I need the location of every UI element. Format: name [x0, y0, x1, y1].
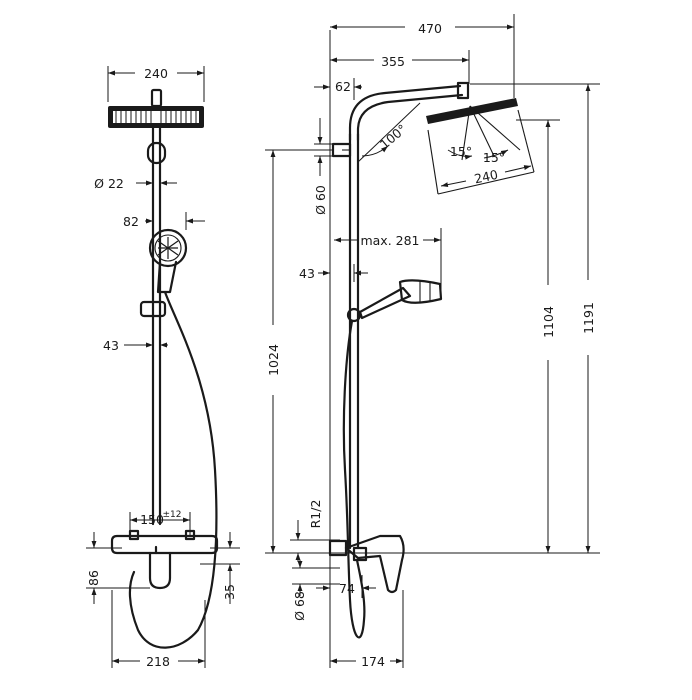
dim-mixer-height: 86 [86, 532, 150, 604]
label-tilt-left: 15° [450, 144, 472, 159]
front-view: 240 Ø 22 82 43 150 ±12 [86, 66, 240, 669]
dim-head-height: 1104 [516, 119, 560, 553]
mixer-front [110, 529, 219, 590]
dim-thread: R1/2 [290, 500, 340, 562]
label-mixer-height: 86 [86, 570, 101, 586]
dim-handshower-projection: 82 [123, 212, 205, 230]
dim-mixer-depth: 74 [316, 575, 376, 598]
shower-arm-side [348, 81, 470, 142]
label-arm-angle: 100° [377, 121, 410, 152]
label-tilt-right: 15° [483, 150, 505, 165]
dim-arm-angle: 100° [357, 102, 421, 163]
hand-shower-side [342, 279, 443, 639]
label-total-width-front: 218 [146, 654, 170, 669]
dim-spout-depth: 174 [330, 590, 404, 669]
overhead-shower-side: 15° 15° 240 [426, 98, 535, 195]
dim-total-height: 1191 [470, 83, 600, 553]
overhead-shower-front [108, 88, 204, 128]
dim-escutcheon-diameter: Ø 68 [292, 560, 340, 621]
label-handshower-projection: 82 [123, 214, 139, 229]
label-arm-projection: 470 [418, 21, 442, 36]
side-view: 15° 15° 240 100° [265, 14, 600, 669]
dim-head-width-front: 240 [107, 66, 205, 102]
riser-pipe-front [146, 126, 167, 526]
label-mixer-offset: 35 [222, 584, 237, 600]
dim-head-projection: 355 [330, 50, 470, 84]
dim-handshower-reach: max. 281 [334, 228, 442, 290]
label-rail-offset-side: 43 [299, 266, 315, 281]
dim-arm-diameter: Ø 22 [94, 176, 177, 191]
label-rosette-diameter: Ø 60 [313, 185, 328, 215]
label-head-height: 1104 [541, 306, 556, 338]
label-wall-offset: 62 [335, 79, 351, 94]
label-connection-tolerance: ±12 [163, 510, 182, 520]
label-head-projection: 355 [381, 54, 405, 69]
dim-rail-height: 1024 [265, 149, 600, 554]
label-head-width-front: 240 [144, 66, 168, 81]
dim-wall-offset: 62 [314, 78, 362, 100]
label-spout-depth: 174 [361, 654, 385, 669]
mixer-side [328, 534, 405, 594]
label-handshower-reach: max. 281 [360, 233, 419, 248]
label-arm-diameter: Ø 22 [94, 176, 124, 191]
label-total-height: 1191 [581, 302, 596, 334]
dim-rail-offset-side: 43 [299, 264, 368, 282]
dim-holder-offset-front: 43 [103, 338, 168, 353]
label-connection-spacing: 150 [140, 512, 164, 527]
hand-shower-front [128, 228, 218, 649]
label-head-width-side: 240 [473, 167, 500, 187]
label-thread: R1/2 [308, 500, 323, 529]
dim-arm-projection: 470 [330, 14, 515, 98]
label-mixer-depth: 74 [339, 581, 355, 596]
dim-total-width-front: 218 [111, 590, 206, 669]
label-holder-offset-front: 43 [103, 338, 119, 353]
dim-rosette-diameter: Ø 60 [313, 118, 333, 215]
dim-connection-spacing: 150 ±12 [129, 510, 191, 535]
label-rail-height: 1024 [266, 344, 281, 376]
dim-mixer-offset: 35 [200, 532, 240, 604]
label-escutcheon-diameter: Ø 68 [292, 591, 307, 621]
